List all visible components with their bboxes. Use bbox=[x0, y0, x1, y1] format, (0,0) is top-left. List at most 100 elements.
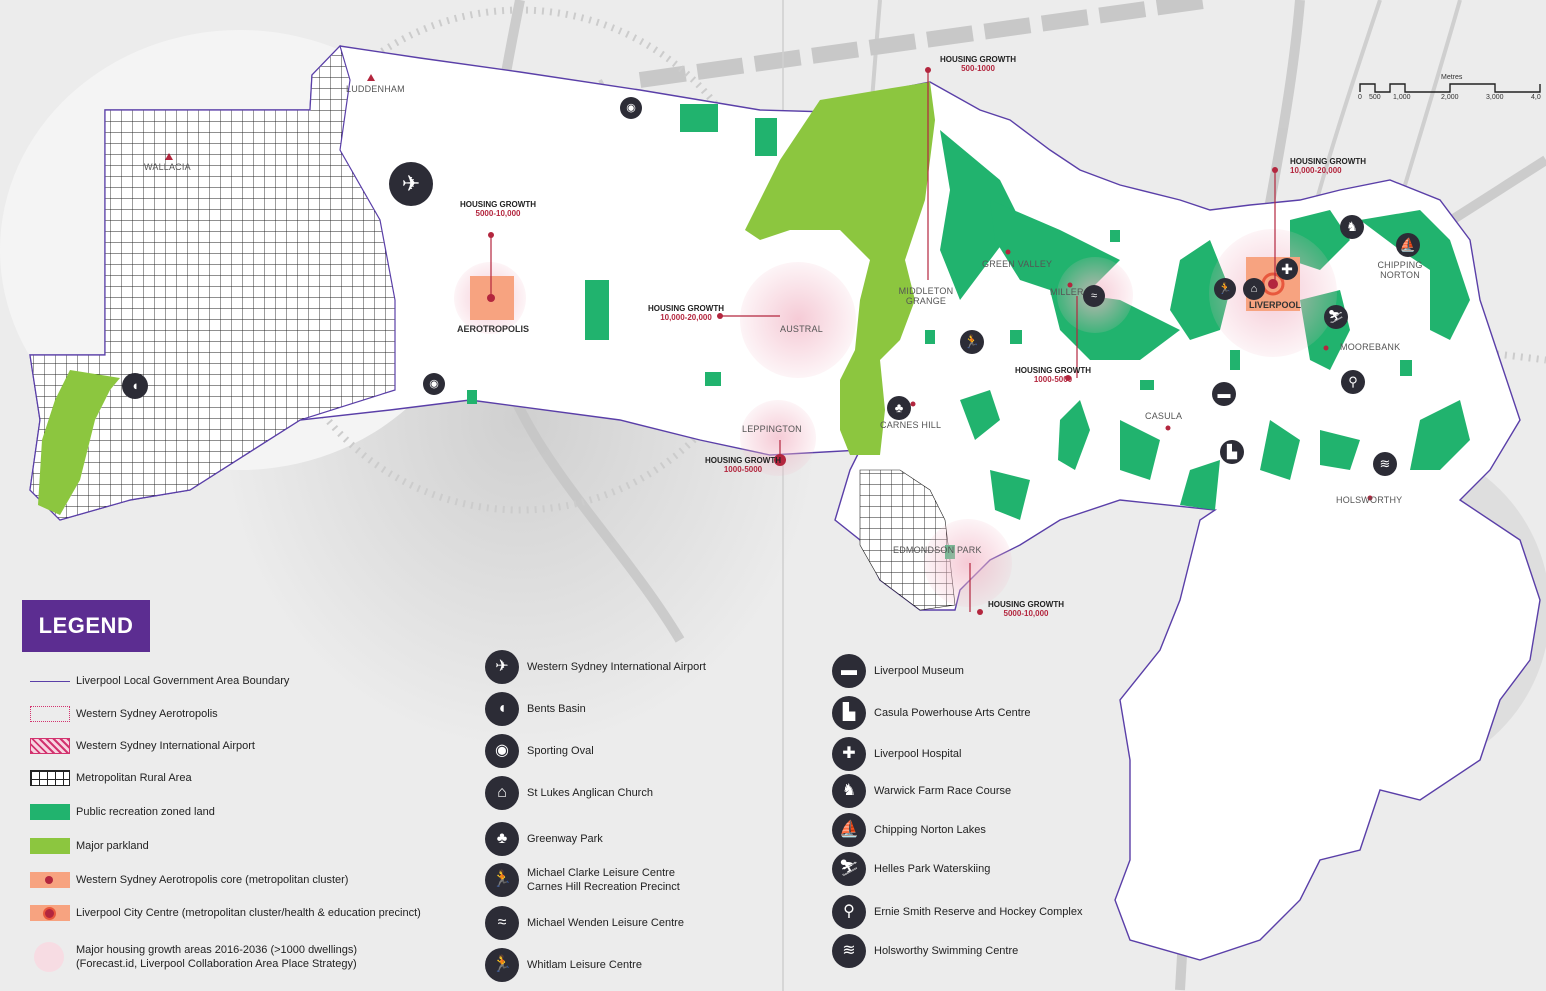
legend-label-line: Michael Clarke Leisure Centre bbox=[527, 867, 675, 879]
label-green-valley: GREEN VALLEY bbox=[982, 259, 1053, 269]
waterski-icon: ⛷ bbox=[832, 852, 866, 886]
legend-label: Michael Wenden Leisure Centre bbox=[527, 917, 684, 929]
legend-poi-michael-wenden: ≈Michael Wenden Leisure Centre bbox=[485, 906, 684, 940]
legend-item-liverpool-centre: Liverpool City Centre (metropolitan clus… bbox=[30, 902, 421, 924]
runner-icon: 🏃 bbox=[1214, 278, 1236, 300]
lime-fill-icon bbox=[30, 838, 70, 854]
sporting-oval-icon: ◉ bbox=[620, 97, 642, 119]
legend-label-line: Major housing growth areas 2016-2036 (>1… bbox=[76, 944, 357, 956]
hospital-cross-icon: ✚ bbox=[1276, 258, 1298, 280]
legend-label: Western Sydney International Airport bbox=[76, 740, 255, 752]
label-liverpool: LIVERPOOL bbox=[1249, 300, 1302, 310]
hockey-icon: ⚲ bbox=[832, 895, 866, 929]
bents-basin-icon: ◖ bbox=[485, 692, 519, 726]
airplane-icon: ✈ bbox=[485, 650, 519, 684]
legend-label: Liverpool Museum bbox=[874, 665, 964, 677]
museum-icon: ▬ bbox=[832, 654, 866, 688]
legend-label: Greenway Park bbox=[527, 833, 603, 845]
bents-basin-icon: ◖ bbox=[122, 373, 148, 399]
green-fill-icon bbox=[30, 804, 70, 820]
legend-label: Chipping Norton Lakes bbox=[874, 824, 986, 836]
legend-poi-waterskiing: ⛷Helles Park Waterskiing bbox=[832, 852, 990, 886]
legend-label: Bents Basin bbox=[527, 703, 586, 715]
label-wallacia: WALLACIA bbox=[144, 162, 191, 172]
legend-label: Liverpool Local Government Area Boundary bbox=[76, 675, 290, 687]
swimming-icon: ≋ bbox=[832, 934, 866, 968]
scale-bar: Metres 0 500 1,000 2,000 3,000 4,0 bbox=[1355, 74, 1545, 114]
legend-label: Casula Powerhouse Arts Centre bbox=[874, 707, 1031, 719]
sporting-oval-icon: ◉ bbox=[485, 734, 519, 768]
legend-item-aerotropolis: Western Sydney Aerotropolis bbox=[30, 703, 218, 725]
powerhouse-icon: ▙ bbox=[1220, 440, 1244, 464]
legend-poi-airport: ✈ Western Sydney International Airport bbox=[485, 650, 706, 684]
legend-label: Sporting Oval bbox=[527, 745, 594, 757]
legend-label: Holsworthy Swimming Centre bbox=[874, 945, 1019, 957]
church-icon: ⌂ bbox=[1243, 278, 1265, 300]
scale-tick: 1,000 bbox=[1393, 94, 1411, 101]
legend-poi-race-course: ♞Warwick Farm Race Course bbox=[832, 774, 1011, 808]
label-luddenham: LUDDENHAM bbox=[346, 84, 405, 94]
legend-item-housing-growth: Major housing growth areas 2016-2036 (>1… bbox=[30, 940, 357, 974]
legend-title: LEGEND bbox=[22, 600, 150, 652]
legend-poi-hockey: ⚲ Ernie Smith Reserve and Hockey Complex bbox=[832, 895, 1082, 929]
dotted-boundary-icon bbox=[30, 706, 70, 722]
legend-poi-greenway: ♣ Greenway Park bbox=[485, 822, 603, 856]
label-miller: MILLER bbox=[1050, 287, 1084, 297]
lga-boundary bbox=[29, 45, 1541, 961]
label-moorebank: MOOREBANK bbox=[1340, 342, 1401, 352]
label-chipping-norton: CHIPPING NORTON bbox=[1377, 260, 1423, 280]
legend-label: Major housing growth areas 2016-2036 (>1… bbox=[76, 943, 357, 971]
legend-poi-sporting-oval: ◉ Sporting Oval bbox=[485, 734, 594, 768]
legend-label: Liverpool City Centre (metropolitan clus… bbox=[76, 907, 421, 919]
legend-label: Metropolitan Rural Area bbox=[76, 772, 192, 784]
grid-icon bbox=[30, 770, 70, 786]
legend-label: Western Sydney Aerotropolis bbox=[76, 708, 218, 720]
label-leppington: LEPPINGTON bbox=[742, 424, 802, 434]
label-edmondson-park: EDMONDSON PARK bbox=[893, 545, 982, 555]
legend-label: Liverpool Hospital bbox=[874, 748, 962, 760]
metro-rural-area-west bbox=[29, 44, 396, 521]
legend-label: St Lukes Anglican Church bbox=[527, 787, 653, 799]
scale-tick: 2,000 bbox=[1441, 94, 1459, 101]
swimming-icon: ≋ bbox=[1373, 452, 1397, 476]
legend-label: Western Sydney International Airport bbox=[527, 661, 706, 673]
label-casula: CASULA bbox=[1145, 411, 1183, 421]
label-carnes-hill: CARNES HILL bbox=[880, 420, 942, 430]
legend-label: Whitlam Leisure Centre bbox=[527, 959, 642, 971]
legend-poi-museum: ▬ Liverpool Museum bbox=[832, 654, 964, 688]
airplane-icon: ✈ bbox=[389, 162, 433, 206]
legend-label-line: (Forecast.id, Liverpool Collaboration Ar… bbox=[76, 958, 357, 970]
legend-poi-swimming: ≋ Holsworthy Swimming Centre bbox=[832, 934, 1018, 968]
swimmer-icon: ≈ bbox=[1083, 285, 1105, 307]
horse-icon: ♞ bbox=[1340, 215, 1364, 239]
pink-circle-icon bbox=[30, 940, 70, 974]
tree-icon: ♣ bbox=[485, 822, 519, 856]
church-icon: ⌂ bbox=[485, 776, 519, 810]
label-austral: AUSTRAL bbox=[780, 324, 823, 334]
legend-poi-hospital: ✚ Liverpool Hospital bbox=[832, 737, 961, 771]
label-aerotropolis: AEROTROPOLIS bbox=[457, 324, 530, 334]
legend-item-aerotropolis-core: Western Sydney Aerotropolis core (metrop… bbox=[30, 869, 348, 891]
canoe-icon: ⛵ bbox=[832, 813, 866, 847]
museum-icon: ▬ bbox=[1212, 382, 1236, 406]
waterski-icon: ⛷ bbox=[1324, 305, 1348, 329]
legend-label: Ernie Smith Reserve and Hockey Complex bbox=[874, 906, 1083, 918]
hatched-pink-icon bbox=[30, 738, 70, 754]
legend-label: Major parkland bbox=[76, 840, 149, 852]
lga-boundary-line-icon bbox=[30, 673, 70, 689]
label-holsworthy: HOLSWORTHY bbox=[1336, 495, 1403, 505]
legend-poi-bents-basin: ◖ Bents Basin bbox=[485, 692, 586, 726]
hospital-cross-icon: ✚ bbox=[832, 737, 866, 771]
legend-poi-whitlam: 🏃 Whitlam Leisure Centre bbox=[485, 948, 642, 982]
legend-poi-powerhouse: ▙Casula Powerhouse Arts Centre bbox=[832, 696, 1031, 730]
tree-icon: ♣ bbox=[887, 396, 911, 420]
horse-icon: ♞ bbox=[832, 774, 866, 808]
canoe-icon: ⛵ bbox=[1396, 233, 1420, 257]
runner-icon: 🏃 bbox=[485, 948, 519, 982]
